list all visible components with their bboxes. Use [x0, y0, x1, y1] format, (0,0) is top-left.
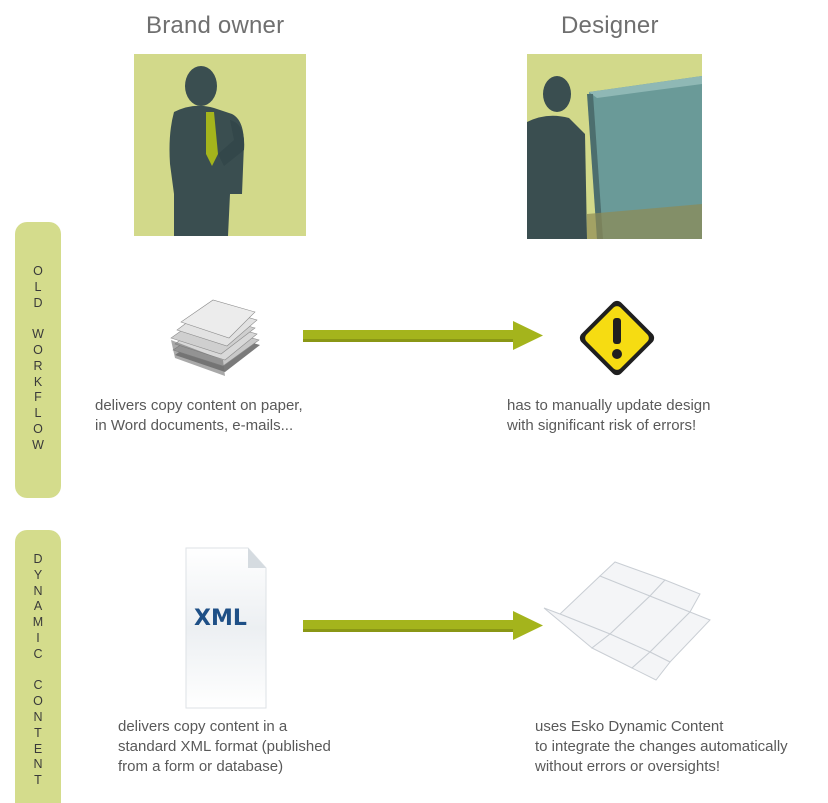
warning-icon [579, 300, 655, 376]
arrow-icon [303, 611, 543, 640]
packaging-dieline-icon [543, 561, 711, 681]
dynamic-content-label: D Y N A M I C C O N T E N T [32, 552, 44, 788]
brand-owner-header: Brand owner [146, 12, 285, 39]
old-workflow-sidebar: O L D W O R K F L O W [15, 222, 61, 498]
brand-owner-silhouette [134, 54, 306, 236]
dynamic-content-sidebar: D Y N A M I C C O N T E N T [15, 530, 61, 803]
xml-label: XML [194, 606, 247, 631]
designer-silhouette [527, 54, 702, 239]
old-workflow-label: O L D W O R K F L O W [32, 264, 44, 452]
designer-header: Designer [561, 12, 659, 39]
old-brand-caption: delivers copy content on paper, in Word … [95, 397, 303, 434]
arrow-icon [303, 321, 543, 350]
paper-stack-icon [170, 299, 260, 376]
dynamic-brand-caption: delivers copy content in a standard XML … [118, 718, 331, 775]
dynamic-designer-caption: uses Esko Dynamic Content to integrate t… [535, 718, 788, 775]
xml-file-icon: XML [185, 547, 267, 709]
old-designer-caption: has to manually update design with signi… [507, 397, 711, 434]
